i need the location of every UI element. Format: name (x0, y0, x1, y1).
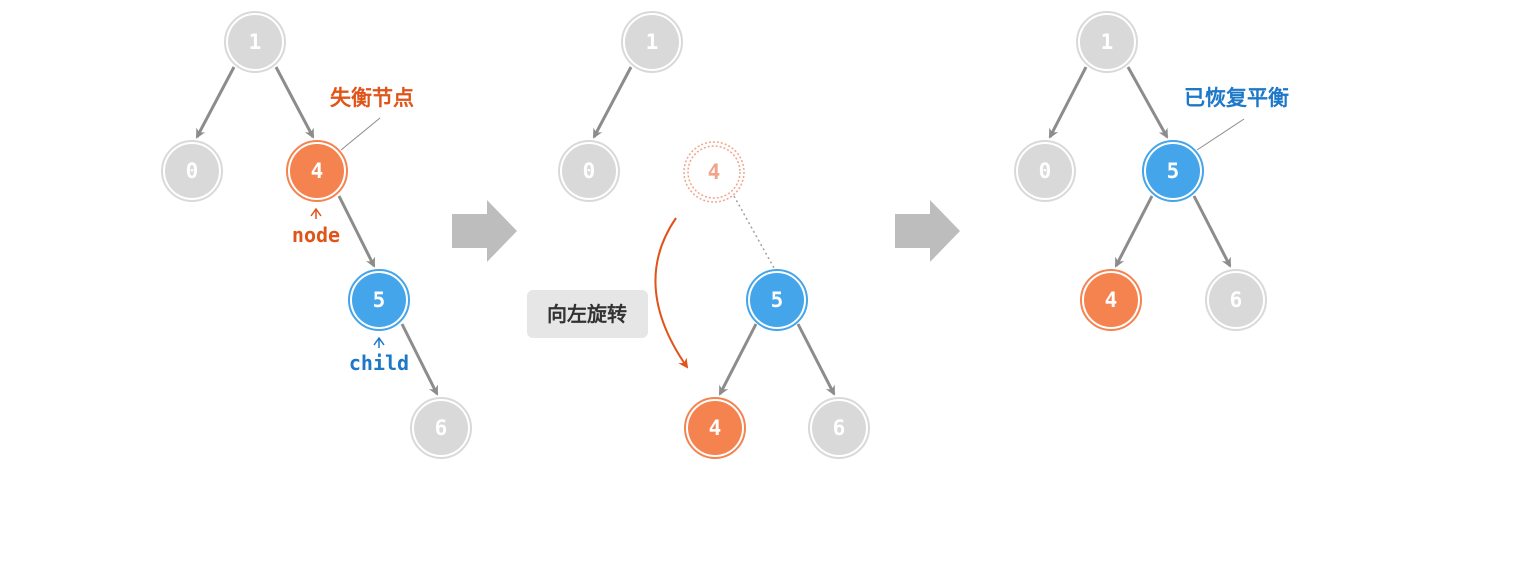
child-pointer-label: child (349, 351, 409, 375)
balanced-callout: 已恢复平衡 (1184, 86, 1289, 110)
rotate-left-label-bg (527, 290, 648, 338)
svg-text:0: 0 (186, 159, 199, 183)
node-1: 1 (1076, 11, 1138, 73)
node-5-new-root: 5 (1142, 140, 1204, 202)
svg-text:4: 4 (709, 416, 722, 440)
rotate-left-label: 向左旋转 (547, 302, 627, 326)
node-1: 1 (621, 11, 683, 73)
svg-text:6: 6 (1230, 288, 1243, 312)
node-4: 4 (1080, 269, 1142, 331)
svg-text:6: 6 (833, 416, 846, 440)
node-pointer-label: node (292, 223, 340, 247)
node-5-child: 5 (348, 269, 410, 331)
svg-text:4: 4 (311, 159, 324, 183)
panel-before-rotation: 失衡节点 1 0 4 5 6 node (161, 11, 472, 459)
node-0: 0 (558, 140, 620, 202)
edge-4-to-5 (337, 195, 376, 268)
edge-5-to-6 (1192, 195, 1232, 268)
panel-after-rotation: 已恢复平衡 1 0 5 4 6 (1014, 11, 1289, 331)
callout-leader-line (340, 117, 381, 151)
panel-during-rotation: 向左旋转 1 0 4 5 4 6 (527, 11, 870, 459)
svg-text:0: 0 (1039, 159, 1052, 183)
svg-text:5: 5 (1167, 159, 1180, 183)
node-6: 6 (410, 397, 472, 459)
node-4-old-position-ghost: 4 (683, 141, 745, 203)
step-arrow-1-icon (452, 200, 517, 262)
svg-text:6: 6 (435, 416, 448, 440)
dotted-link-old-4-to-5 (733, 195, 775, 269)
unbalanced-node-callout: 失衡节点 (330, 86, 414, 110)
svg-text:5: 5 (771, 288, 784, 312)
node-1: 1 (224, 11, 286, 73)
edge-5-to-4 (718, 323, 758, 396)
svg-text:1: 1 (1101, 30, 1114, 54)
svg-text:4: 4 (708, 160, 721, 184)
svg-text:0: 0 (583, 159, 596, 183)
node-4: 4 (684, 397, 746, 459)
svg-text:4: 4 (1105, 288, 1118, 312)
edge-5-to-4 (1114, 195, 1154, 268)
svg-text:5: 5 (373, 288, 386, 312)
step-arrow-2-icon (895, 200, 960, 262)
node-4-unbalanced: 4 (286, 140, 348, 202)
node-5: 5 (746, 269, 808, 331)
node-6: 6 (1205, 269, 1267, 331)
callout-leader-line (1196, 118, 1245, 151)
rotation-curve-arrow-icon (654, 217, 689, 369)
edge-1-to-4 (274, 66, 315, 139)
edge-1-to-0 (592, 66, 633, 139)
edge-5-to-6 (796, 323, 836, 396)
node-0: 0 (161, 140, 223, 202)
edge-5-to-6 (400, 323, 439, 396)
edge-1-to-0 (195, 66, 236, 139)
edge-1-to-5 (1126, 66, 1169, 139)
svg-text:1: 1 (249, 30, 262, 54)
node-0: 0 (1014, 140, 1076, 202)
edge-1-to-0 (1048, 66, 1088, 139)
node-6: 6 (808, 397, 870, 459)
svg-text:1: 1 (646, 30, 659, 54)
